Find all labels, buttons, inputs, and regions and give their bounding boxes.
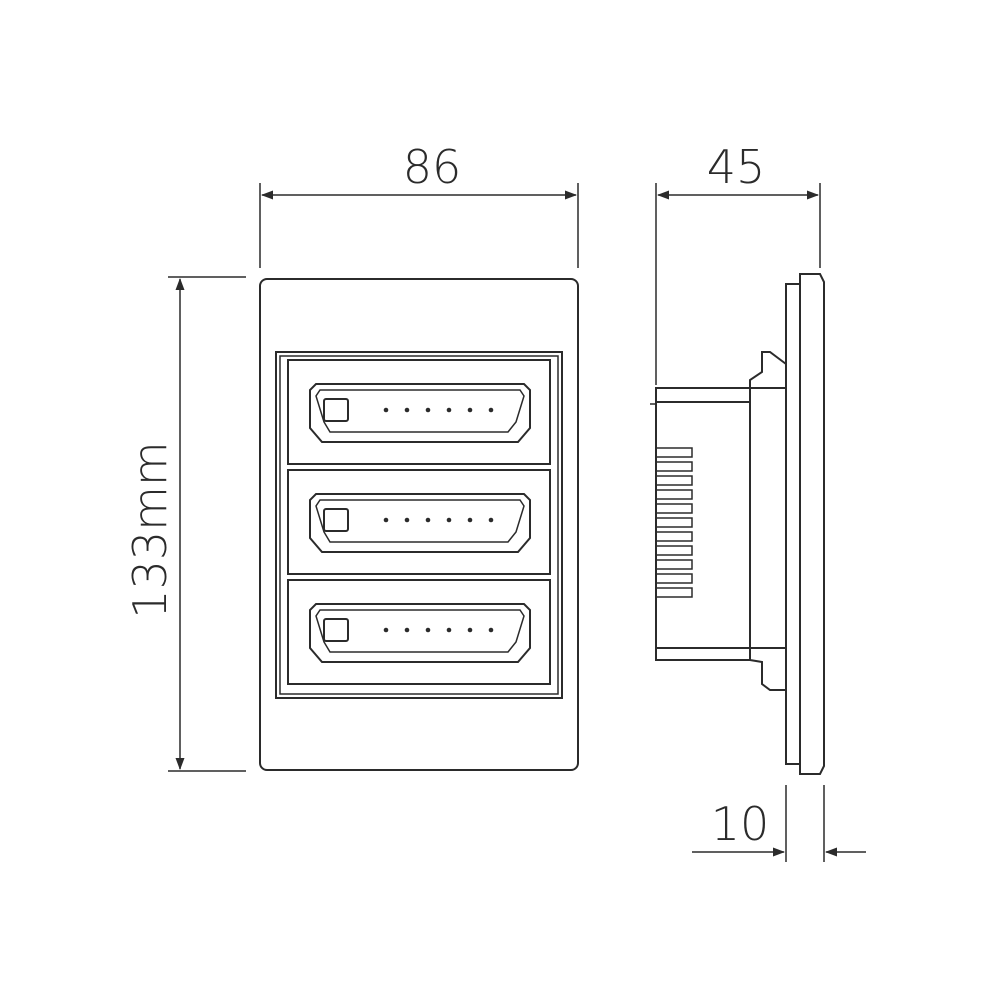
indicator-dot (404, 407, 410, 413)
indicator-window (323, 508, 349, 532)
thickness-dimension: 10 (692, 785, 866, 862)
body-bottom-rail (655, 647, 751, 661)
rocker-key (309, 493, 531, 553)
rocker-key-face (315, 609, 525, 653)
terminal-fin (655, 461, 693, 472)
indicator-dot (488, 517, 494, 523)
module-outline (287, 359, 551, 465)
indicator-dot (404, 517, 410, 523)
module-frame-outer (275, 351, 563, 699)
side-plate-outer (799, 273, 825, 775)
module-outline (287, 469, 551, 575)
indicator-window (323, 398, 349, 422)
indicator-dot (446, 517, 452, 523)
terminal-fin (655, 475, 693, 486)
indicator-dot (425, 407, 431, 413)
rocker-key-face (315, 499, 525, 543)
height-dimension: 133mm (123, 276, 246, 772)
terminal-fin (655, 489, 693, 500)
indicator-dot (404, 627, 410, 633)
module-outline (287, 579, 551, 685)
indicator-dot (425, 517, 431, 523)
front-plate-outline (259, 278, 579, 771)
indicator-dot (446, 627, 452, 633)
terminal-fins (655, 447, 693, 598)
bracket-top (749, 351, 787, 389)
terminal-fin (655, 531, 693, 542)
bracket-bottom (749, 647, 787, 691)
switch-modules (287, 359, 551, 685)
indicator-dot (383, 517, 389, 523)
side-view (650, 273, 825, 775)
indicator-dot (383, 627, 389, 633)
indicator-dot (467, 627, 473, 633)
side-plate-inner (785, 283, 801, 765)
body-top-rail (655, 387, 751, 403)
terminal-fin (655, 573, 693, 584)
thickness-label: 10 (711, 797, 770, 851)
rocker-key (309, 603, 531, 663)
terminal-fin (655, 559, 693, 570)
indicator-dot (467, 517, 473, 523)
rocker-key (309, 383, 531, 443)
terminal-fin (655, 545, 693, 556)
front-view (259, 278, 579, 771)
terminal-fin (655, 517, 693, 528)
depth-label: 45 (707, 140, 766, 194)
terminal-fin (655, 587, 693, 598)
indicator-dot (467, 407, 473, 413)
indicator-dot (446, 407, 452, 413)
rocker-key-face (315, 389, 525, 433)
indicator-dot (383, 407, 389, 413)
terminal-fin (655, 447, 693, 458)
switch-module (287, 469, 551, 575)
switch-module (287, 579, 551, 685)
width-label: 86 (403, 140, 462, 194)
indicator-window (323, 618, 349, 642)
terminal-fin (655, 503, 693, 514)
indicator-dot (488, 627, 494, 633)
indicator-dot (425, 627, 431, 633)
indicator-dot (488, 407, 494, 413)
switch-module (287, 359, 551, 465)
height-label: 133mm (123, 441, 177, 618)
module-frame-inner (279, 355, 559, 695)
width-dimension: 86 (259, 140, 579, 268)
depth-dimension: 45 (655, 140, 821, 385)
